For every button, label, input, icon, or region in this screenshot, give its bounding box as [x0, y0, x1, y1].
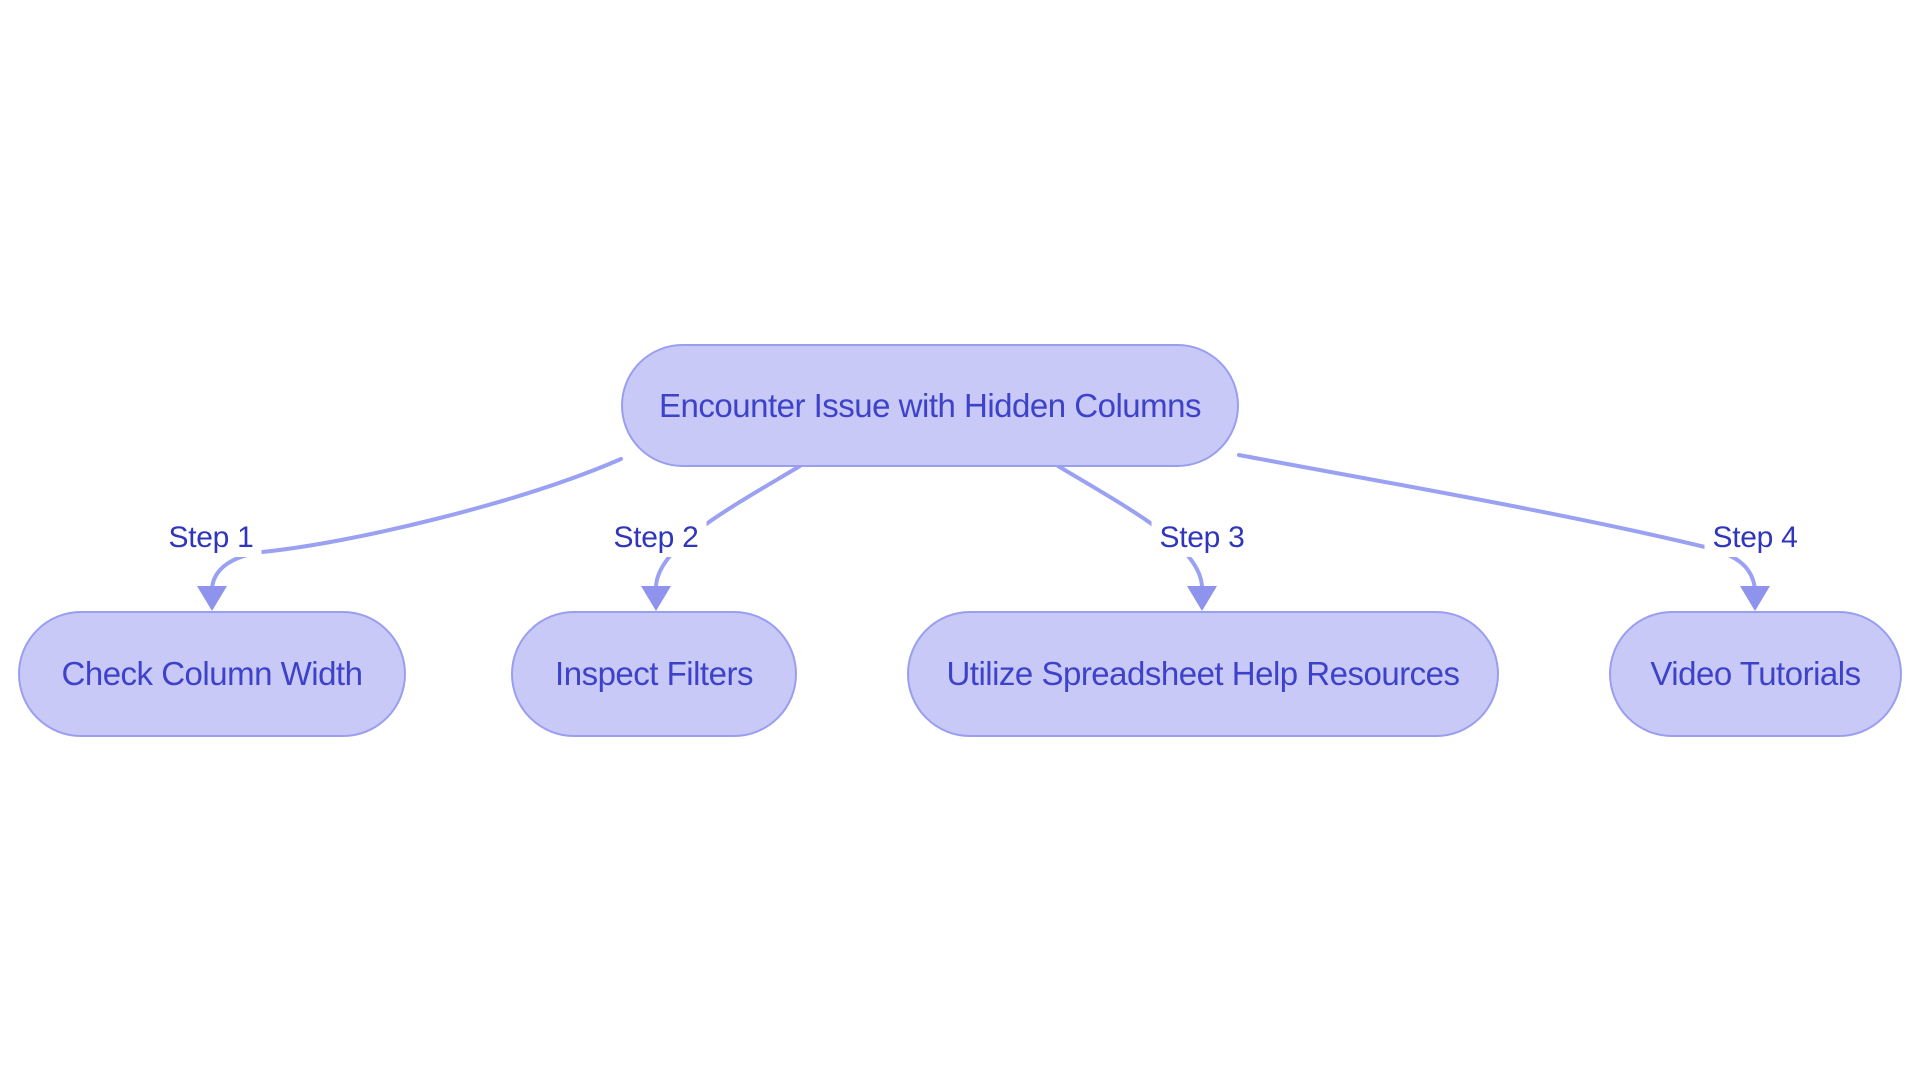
node-inspect-filters: Inspect Filters	[511, 611, 797, 737]
node-utilize-spreadsheet-help-resources-label: Utilize Spreadsheet Help Resources	[946, 655, 1460, 692]
edge-step4	[1237, 453, 1757, 592]
arrowhead-step3-icon	[1187, 586, 1217, 611]
node-check-column-width: Check Column Width	[18, 611, 406, 737]
node-inspect-filters-label: Inspect Filters	[555, 655, 753, 692]
node-video-tutorials: Video Tutorials	[1609, 611, 1902, 737]
node-root-label: Encounter Issue with Hidden Columns	[659, 386, 1201, 424]
arrowhead-step2-icon	[641, 586, 671, 611]
arrowhead-step1-icon	[197, 586, 227, 611]
edge-label-step4: Step 4	[1704, 519, 1806, 557]
node-root: Encounter Issue with Hidden Columns	[621, 344, 1239, 467]
node-video-tutorials-label: Video Tutorials	[1650, 655, 1861, 692]
node-check-column-width-label: Check Column Width	[61, 655, 363, 692]
arrowhead-step4-icon	[1740, 586, 1770, 611]
node-utilize-spreadsheet-help-resources: Utilize Spreadsheet Help Resources	[907, 611, 1499, 737]
edge-step1	[210, 457, 623, 590]
edge-label-step3: Step 3	[1151, 519, 1253, 557]
edge-label-step2: Step 2	[605, 519, 707, 557]
edge-label-step1: Step 1	[160, 519, 262, 557]
